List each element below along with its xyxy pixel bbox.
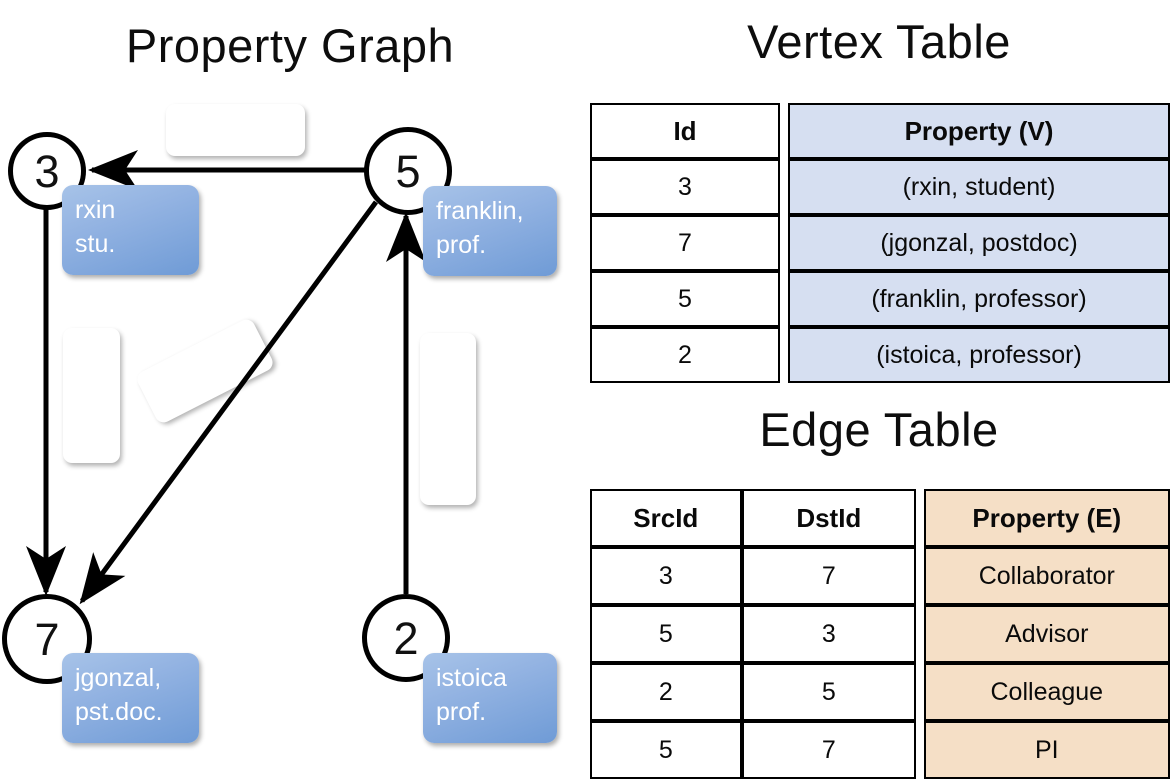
edge-arrow-5-to-7	[79, 200, 379, 605]
page-title-property-graph: Property Graph	[125, 19, 455, 72]
edge-label-advisor: Advisor	[166, 104, 305, 156]
vertex-cell-id: 5	[590, 271, 780, 327]
page-title-edge-table: Edge Table	[759, 403, 999, 456]
edge-cell-property: Colleague	[923, 663, 1170, 721]
node-id-label: 7	[34, 613, 60, 665]
node-id-label: 3	[34, 145, 60, 197]
vertex-cell-property: (franklin, professor)	[788, 271, 1170, 327]
vertex-cell-id: 2	[590, 327, 780, 383]
vertex-property-line-1: rxin	[75, 196, 116, 224]
edge-header-property: Property (E)	[923, 489, 1170, 547]
edge-label-text: Collab.	[77, 353, 108, 438]
edge-cell-dstid: 7	[741, 547, 917, 605]
edge-table: SrcId DstId Property (E) 3 7 Collaborato…	[590, 489, 1170, 779]
vertex-property-line-2: pst.doc.	[75, 697, 163, 726]
column-gap	[780, 327, 788, 383]
page-title-vertex-table: Vertex Table	[747, 15, 1011, 68]
edge-cell-srcid: 2	[590, 663, 742, 721]
table-row: 3 (rxin, student)	[590, 159, 1170, 215]
column-gap	[916, 663, 924, 721]
column-gap	[780, 159, 788, 215]
edge-cell-property: Collaborator	[923, 547, 1170, 605]
vertex-cell-property: (jgonzal, postdoc)	[788, 215, 1170, 271]
vertex-cell-property: (rxin, student)	[788, 159, 1170, 215]
column-gap	[916, 489, 924, 547]
table-header-row: SrcId DstId Property (E)	[590, 489, 1170, 547]
edge-label-colleague: Colleague	[420, 333, 476, 505]
vertex-property-line-2: prof.	[436, 697, 487, 726]
table-row: 5 (franklin, professor)	[590, 271, 1170, 327]
edge-cell-srcid: 5	[590, 721, 742, 779]
vertex-cell-id: 3	[590, 159, 780, 215]
edge-cell-srcid: 3	[590, 547, 742, 605]
edge-label-text: Colleague	[433, 358, 464, 480]
vertex-header-property: Property (V)	[788, 103, 1170, 159]
edge-cell-dstid: 5	[741, 663, 917, 721]
graph-node-5[interactable]: 5	[364, 127, 452, 215]
table-header-row: Id Property (V)	[590, 103, 1170, 159]
vertex-table: Id Property (V) 3 (rxin, student) 7 (jgo…	[590, 103, 1170, 383]
column-gap	[916, 721, 924, 779]
column-gap	[780, 103, 788, 159]
vertex-property-line-1: franklin,	[436, 197, 524, 225]
edge-cell-property: Advisor	[923, 605, 1170, 663]
table-row: 3 7 Collaborator	[590, 547, 1170, 605]
graph-node-2[interactable]: 2	[362, 594, 450, 682]
column-gap	[780, 215, 788, 271]
vertex-property-box-7: jgonzal, pst.doc.	[62, 653, 199, 743]
column-gap	[780, 271, 788, 327]
vertex-property-line-2: prof.	[436, 230, 487, 259]
edge-label-text: PI	[186, 352, 225, 389]
table-row: 2 (istoica, professor)	[590, 327, 1170, 383]
edge-cell-dstid: 3	[741, 605, 917, 663]
vertex-property-box-5: franklin, prof.	[423, 186, 557, 276]
vertex-property-line-1: jgonzal,	[75, 664, 162, 692]
edge-cell-property: PI	[923, 721, 1170, 779]
edge-cell-srcid: 5	[590, 605, 742, 663]
vertex-property-box-3: rxin stu.	[62, 185, 199, 275]
vertex-property-box-2: istoica prof.	[423, 653, 557, 743]
table-row: 5 7 PI	[590, 721, 1170, 779]
edge-label-collab: Collab.	[63, 328, 120, 463]
edge-header-dstid: DstId	[741, 489, 917, 547]
vertex-header-id: Id	[590, 103, 780, 159]
slide-canvas: Property Graph Vertex Table Edge Table 3…	[2, 15, 1170, 779]
column-gap	[916, 547, 924, 605]
node-id-label: 2	[393, 612, 419, 664]
vertex-cell-property: (istoica, professor)	[788, 327, 1170, 383]
table-row: 5 3 Advisor	[590, 605, 1170, 663]
edge-cell-dstid: 7	[741, 721, 917, 779]
edge-label-text: Advisor	[190, 114, 281, 145]
edge-header-srcid: SrcId	[590, 489, 742, 547]
table-row: 7 (jgonzal, postdoc)	[590, 215, 1170, 271]
table-row: 2 5 Colleague	[590, 663, 1170, 721]
column-gap	[916, 605, 924, 663]
graph-edges	[26, 150, 426, 605]
vertex-property-line-1: istoica	[436, 664, 507, 692]
vertex-cell-id: 7	[590, 215, 780, 271]
vertex-property-line-2: stu.	[75, 229, 116, 258]
node-id-label: 5	[395, 145, 421, 197]
